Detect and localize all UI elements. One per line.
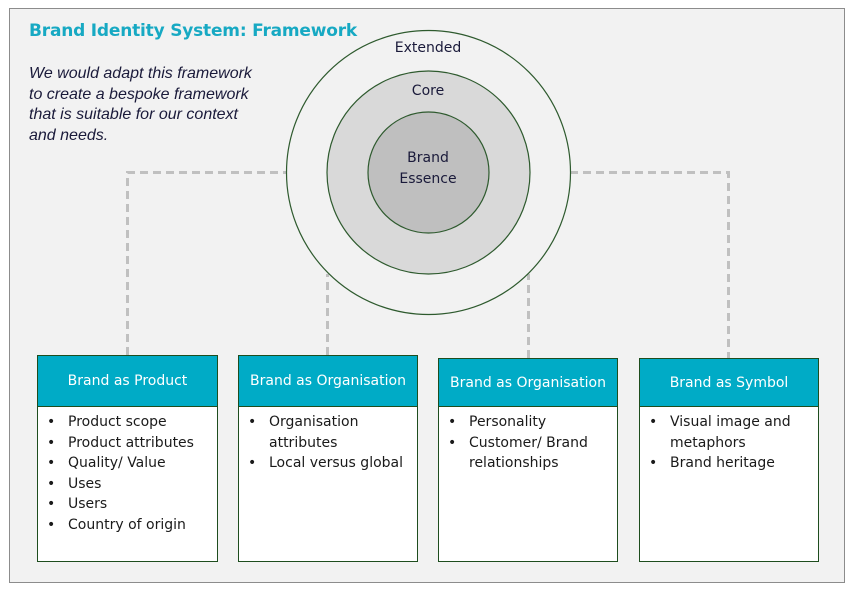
box-body: •Visual image and metaphors •Brand herit… <box>640 407 818 561</box>
list-item: •Product attributes <box>46 433 209 454</box>
box-header: Brand as Symbol <box>640 359 818 407</box>
item-list: •Organisation attributes •Local versus g… <box>247 412 409 474</box>
box-header: Brand as Organisation <box>239 356 417 407</box>
bullet-icon: • <box>649 414 658 430</box>
ring-label-essence-line1: Brand <box>407 150 449 166</box>
page-title: Brand Identity System: Framework <box>29 21 358 41</box>
box-brand-as-symbol: Brand as Symbol •Visual image and metaph… <box>639 358 819 562</box>
list-item: •Organisation attributes <box>248 414 359 451</box>
list-item: •Uses <box>46 474 209 495</box>
bullet-icon: • <box>448 434 457 451</box>
list-item: •Local versus global <box>247 453 409 474</box>
ring-label-essence-line2: Essence <box>399 171 457 187</box>
box-header: Brand as Product <box>38 356 217 407</box>
list-item: •Quality/ Value <box>46 453 209 474</box>
box-brand-as-organisation: Brand as Organisation •Organisation attr… <box>238 355 418 562</box>
bullet-icon: • <box>47 414 56 430</box>
intro-text: We would adapt this framework to create … <box>29 65 252 144</box>
box-body: •Organisation attributes •Local versus g… <box>239 407 417 561</box>
item-list: •Personality •Customer/ Brand relationsh… <box>447 412 609 474</box>
list-item: •Brand heritage <box>648 453 810 474</box>
list-item: •Users <box>46 494 209 515</box>
list-item: •Visual image and metaphors <box>649 414 791 451</box>
box-body: •Personality •Customer/ Brand relationsh… <box>439 407 617 561</box>
bullet-icon: • <box>47 434 56 451</box>
ring-label-core: Core <box>411 83 445 99</box>
bullet-icon: • <box>649 455 658 472</box>
ring-label-extended: Extended <box>394 40 462 56</box>
connector-product <box>126 171 288 355</box>
list-item: •Customer/ Brand relationships <box>448 434 588 472</box>
bullet-icon: • <box>47 496 56 513</box>
bullet-icon: • <box>448 414 457 430</box>
bullet-icon: • <box>47 475 56 492</box>
list-item: •Country of origin <box>46 515 209 536</box>
connector-symbol <box>570 171 730 358</box>
list-item: •Product scope <box>46 412 209 433</box>
box-body: •Product scope •Product attributes •Qual… <box>38 407 217 561</box>
bullet-icon: • <box>47 516 56 533</box>
box-header: Brand as Organisation <box>439 359 617 407</box>
ring-essence <box>367 111 490 234</box>
box-brand-as-product: Brand as Product •Product scope •Product… <box>37 355 218 562</box>
bullet-icon: • <box>248 455 257 472</box>
item-list: •Product scope •Product attributes •Qual… <box>46 412 209 536</box>
item-list: •Visual image and metaphors •Brand herit… <box>648 412 810 474</box>
list-item: •Personality <box>447 412 609 433</box>
bullet-icon: • <box>47 455 56 472</box>
bullet-icon: • <box>248 414 257 430</box>
box-brand-as-organisation-personality: Brand as Organisation •Personality •Cust… <box>438 358 618 562</box>
